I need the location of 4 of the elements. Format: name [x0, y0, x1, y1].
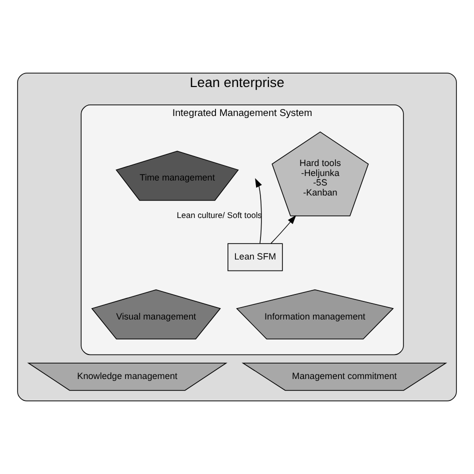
node-box: Lean SFM	[228, 243, 283, 272]
arrow	[270, 215, 296, 244]
arrow	[255, 178, 262, 244]
edge-label: Lean culture/ Soft tools	[176, 210, 262, 220]
